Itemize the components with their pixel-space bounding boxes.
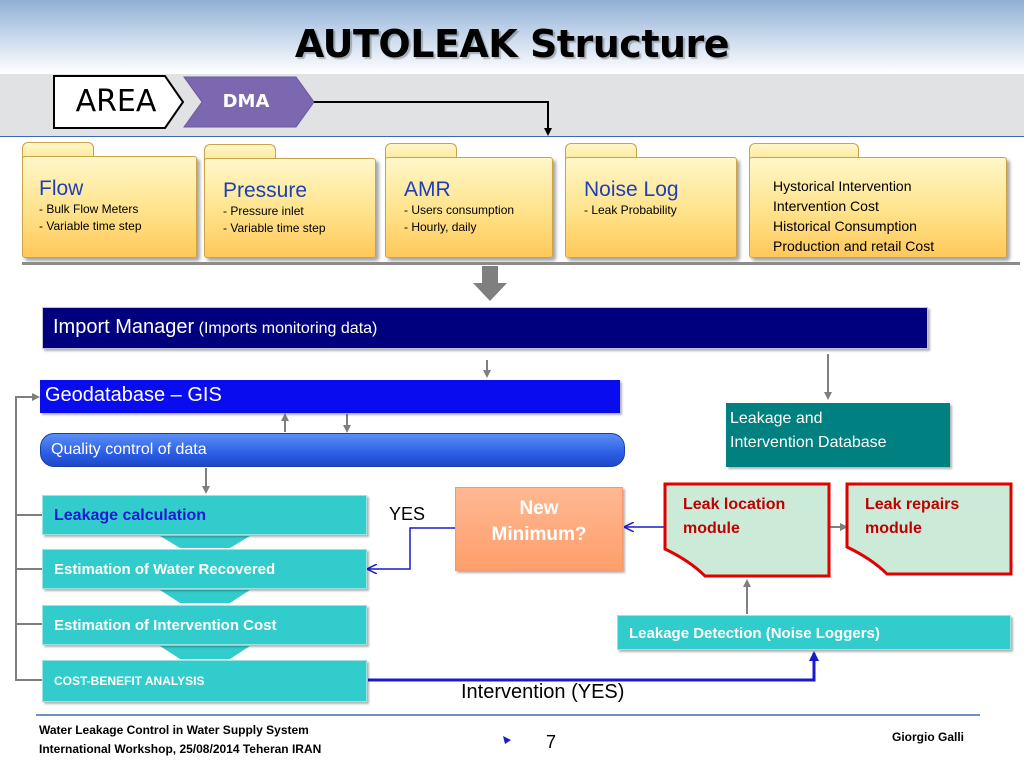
folder-amr: AMR - Users consumption - Hourly, daily [385, 143, 553, 258]
footer-event: Water Leakage Control in Water Supply Sy… [39, 721, 321, 759]
folder-item: - Variable time step [39, 219, 142, 233]
folder-pressure: Pressure - Pressure inlet - Variable tim… [204, 144, 376, 258]
folder-item: Intervention Cost [773, 198, 879, 214]
import-manager-subtitle: (Imports monitoring data) [198, 320, 378, 337]
estimation-water-box: Estimation of Water Recovered [42, 549, 367, 589]
leak-repairs-shape [845, 482, 1013, 576]
chevron-2 [160, 590, 250, 603]
footer-line2: International Workshop, 25/08/2014 Teher… [39, 742, 322, 756]
folder-title: Pressure [223, 179, 308, 202]
leak-location-shape [663, 482, 831, 578]
quality-control-box: Quality control of data [40, 433, 625, 467]
footer-line1: Water Leakage Control in Water Supply Sy… [39, 723, 309, 737]
leakage-calculation-box: Leakage calculation [42, 495, 367, 535]
folder-item: - Variable time step [223, 221, 326, 235]
down-arrow-big [473, 266, 507, 301]
leak-repairs-line2: module [865, 520, 922, 537]
footer-marker [503, 736, 511, 744]
page-number: 7 [546, 732, 557, 752]
leakage-detection-box: Leakage Detection (Noise Loggers) [617, 615, 1011, 650]
folder-item: - Hourly, daily [404, 220, 477, 234]
geodatabase-box: Geodatabase – GIS [40, 380, 620, 413]
leak-location-line1: Leak location [683, 496, 786, 513]
leak-repairs-line1: Leak repairs [865, 496, 960, 513]
folder-title: Flow [39, 177, 84, 200]
dma-connector [314, 101, 552, 136]
import-manager-box: Import Manager (Imports monitoring data) [42, 307, 928, 349]
header-gradient [0, 0, 1024, 74]
area-label: AREA [75, 84, 157, 119]
folder-noise-log: Noise Log - Leak Probability [565, 143, 737, 258]
folder-flow: Flow - Bulk Flow Meters - Variable time … [22, 142, 197, 258]
yes-label: YES [389, 504, 426, 524]
intervention-label: Intervention (YES) [461, 681, 625, 703]
folder-separator [22, 262, 1020, 265]
leakage-database-line1: Leakage and [730, 410, 823, 427]
new-minimum-box: New Minimum? [455, 487, 623, 571]
chevron-1 [160, 536, 250, 548]
header-divider [0, 136, 1024, 137]
leakage-database-line2: Intervention Database [730, 434, 887, 451]
leak-location-text: Leak location module [683, 493, 785, 541]
footer-author: Giorgio Galli [892, 730, 965, 744]
folder-item: - Users consumption [404, 203, 515, 217]
footer-divider [36, 714, 980, 716]
dma-label: DMA [222, 91, 270, 112]
leakage-database-box: Leakage and Intervention Database [726, 403, 950, 467]
new-minimum-line2: Minimum? [491, 524, 587, 545]
folder-title: Noise Log [584, 178, 679, 201]
yes-connector [369, 527, 455, 569]
folder-history: Hystorical Intervention Intervention Cos… [749, 143, 1007, 258]
intervention-connector [368, 651, 819, 682]
dma-shape [183, 76, 315, 128]
import-manager-title: Import Manager [53, 316, 195, 338]
area-shape [53, 75, 185, 129]
chevron-3 [160, 646, 250, 659]
folder-item: Production and retail Cost [773, 238, 935, 254]
folder-item: - Bulk Flow Meters [39, 202, 139, 216]
folder-item: Hystorical Intervention [773, 178, 912, 194]
folder-item: - Leak Probability [584, 203, 677, 217]
folder-item: Historical Consumption [773, 218, 917, 234]
cost-benefit-box: COST-BENEFIT ANALYSIS [42, 660, 367, 702]
slide-title: AUTOLEAK Structure [294, 22, 730, 66]
folder-item: - Pressure inlet [223, 204, 304, 218]
loop-back-line [15, 393, 42, 681]
leak-location-line2: module [683, 520, 740, 537]
new-minimum-line1: New [519, 498, 559, 519]
leak-repairs-text: Leak repairs module [865, 493, 959, 541]
estimation-cost-box: Estimation of Intervention Cost [42, 605, 367, 645]
folder-title: AMR [404, 178, 451, 201]
